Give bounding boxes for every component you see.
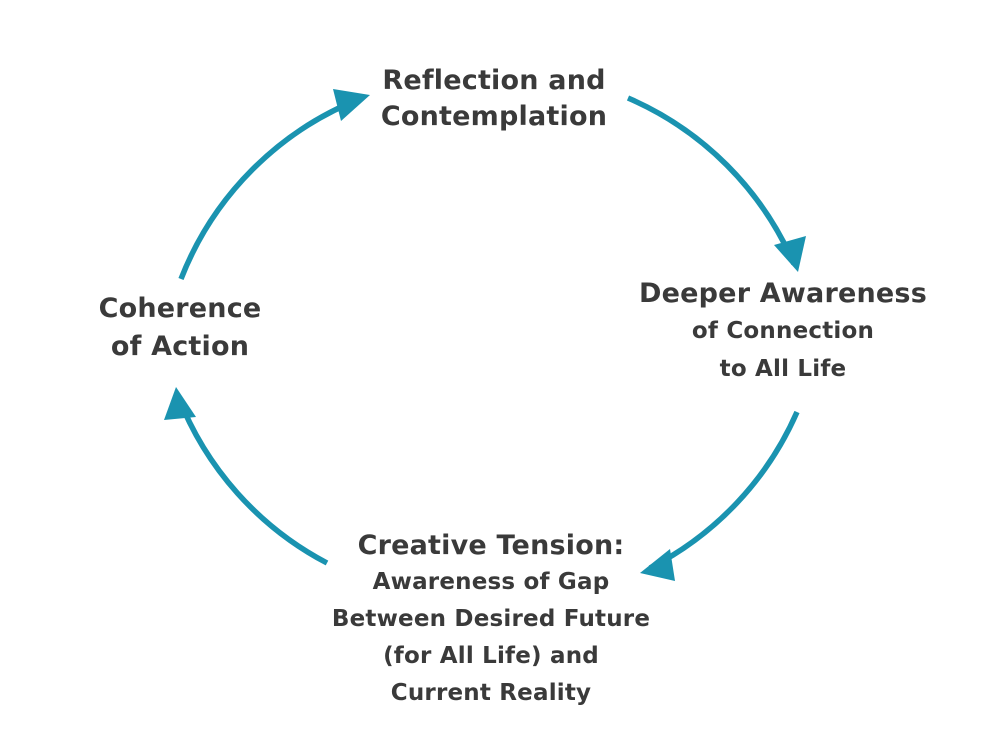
node-right-line-2: to All Life <box>719 356 847 382</box>
node-bottom-line-2: Between Desired Future <box>331 606 651 632</box>
arrow-coherence-to-reflection <box>178 95 363 280</box>
arrow-reflection-to-awareness <box>626 95 797 266</box>
node-right-heading: Deeper Awareness <box>639 278 927 309</box>
arrowhead-top-right <box>774 236 806 272</box>
node-reflection-contemplation: Reflection and Contemplation <box>344 63 644 135</box>
node-right-line-1: of Connection <box>691 318 875 344</box>
node-bottom-line-4: Current Reality <box>390 680 592 706</box>
node-top-line-2: Contemplation <box>380 101 608 132</box>
arrow-tension-to-coherence <box>175 395 329 566</box>
node-left-line-2: of Action <box>110 331 250 362</box>
arrowhead-top-left <box>333 89 370 121</box>
node-deeper-awareness: Deeper Awareness of Connection to All Li… <box>628 276 938 388</box>
node-creative-tension: Creative Tension: Awareness of Gap Betwe… <box>306 528 676 712</box>
node-top-line-1: Reflection and <box>382 65 606 96</box>
arrowhead-bottom-left <box>164 387 196 420</box>
arrow-awareness-to-tension <box>648 410 800 571</box>
node-left-line-1: Coherence <box>98 293 262 324</box>
node-coherence-of-action: Coherence of Action <box>80 290 280 366</box>
node-bottom-heading: Creative Tension: <box>357 530 625 561</box>
node-bottom-line-1: Awareness of Gap <box>372 569 610 595</box>
node-bottom-line-3: (for All Life) and <box>383 643 599 669</box>
arrowhead-bottom-right <box>640 549 675 581</box>
